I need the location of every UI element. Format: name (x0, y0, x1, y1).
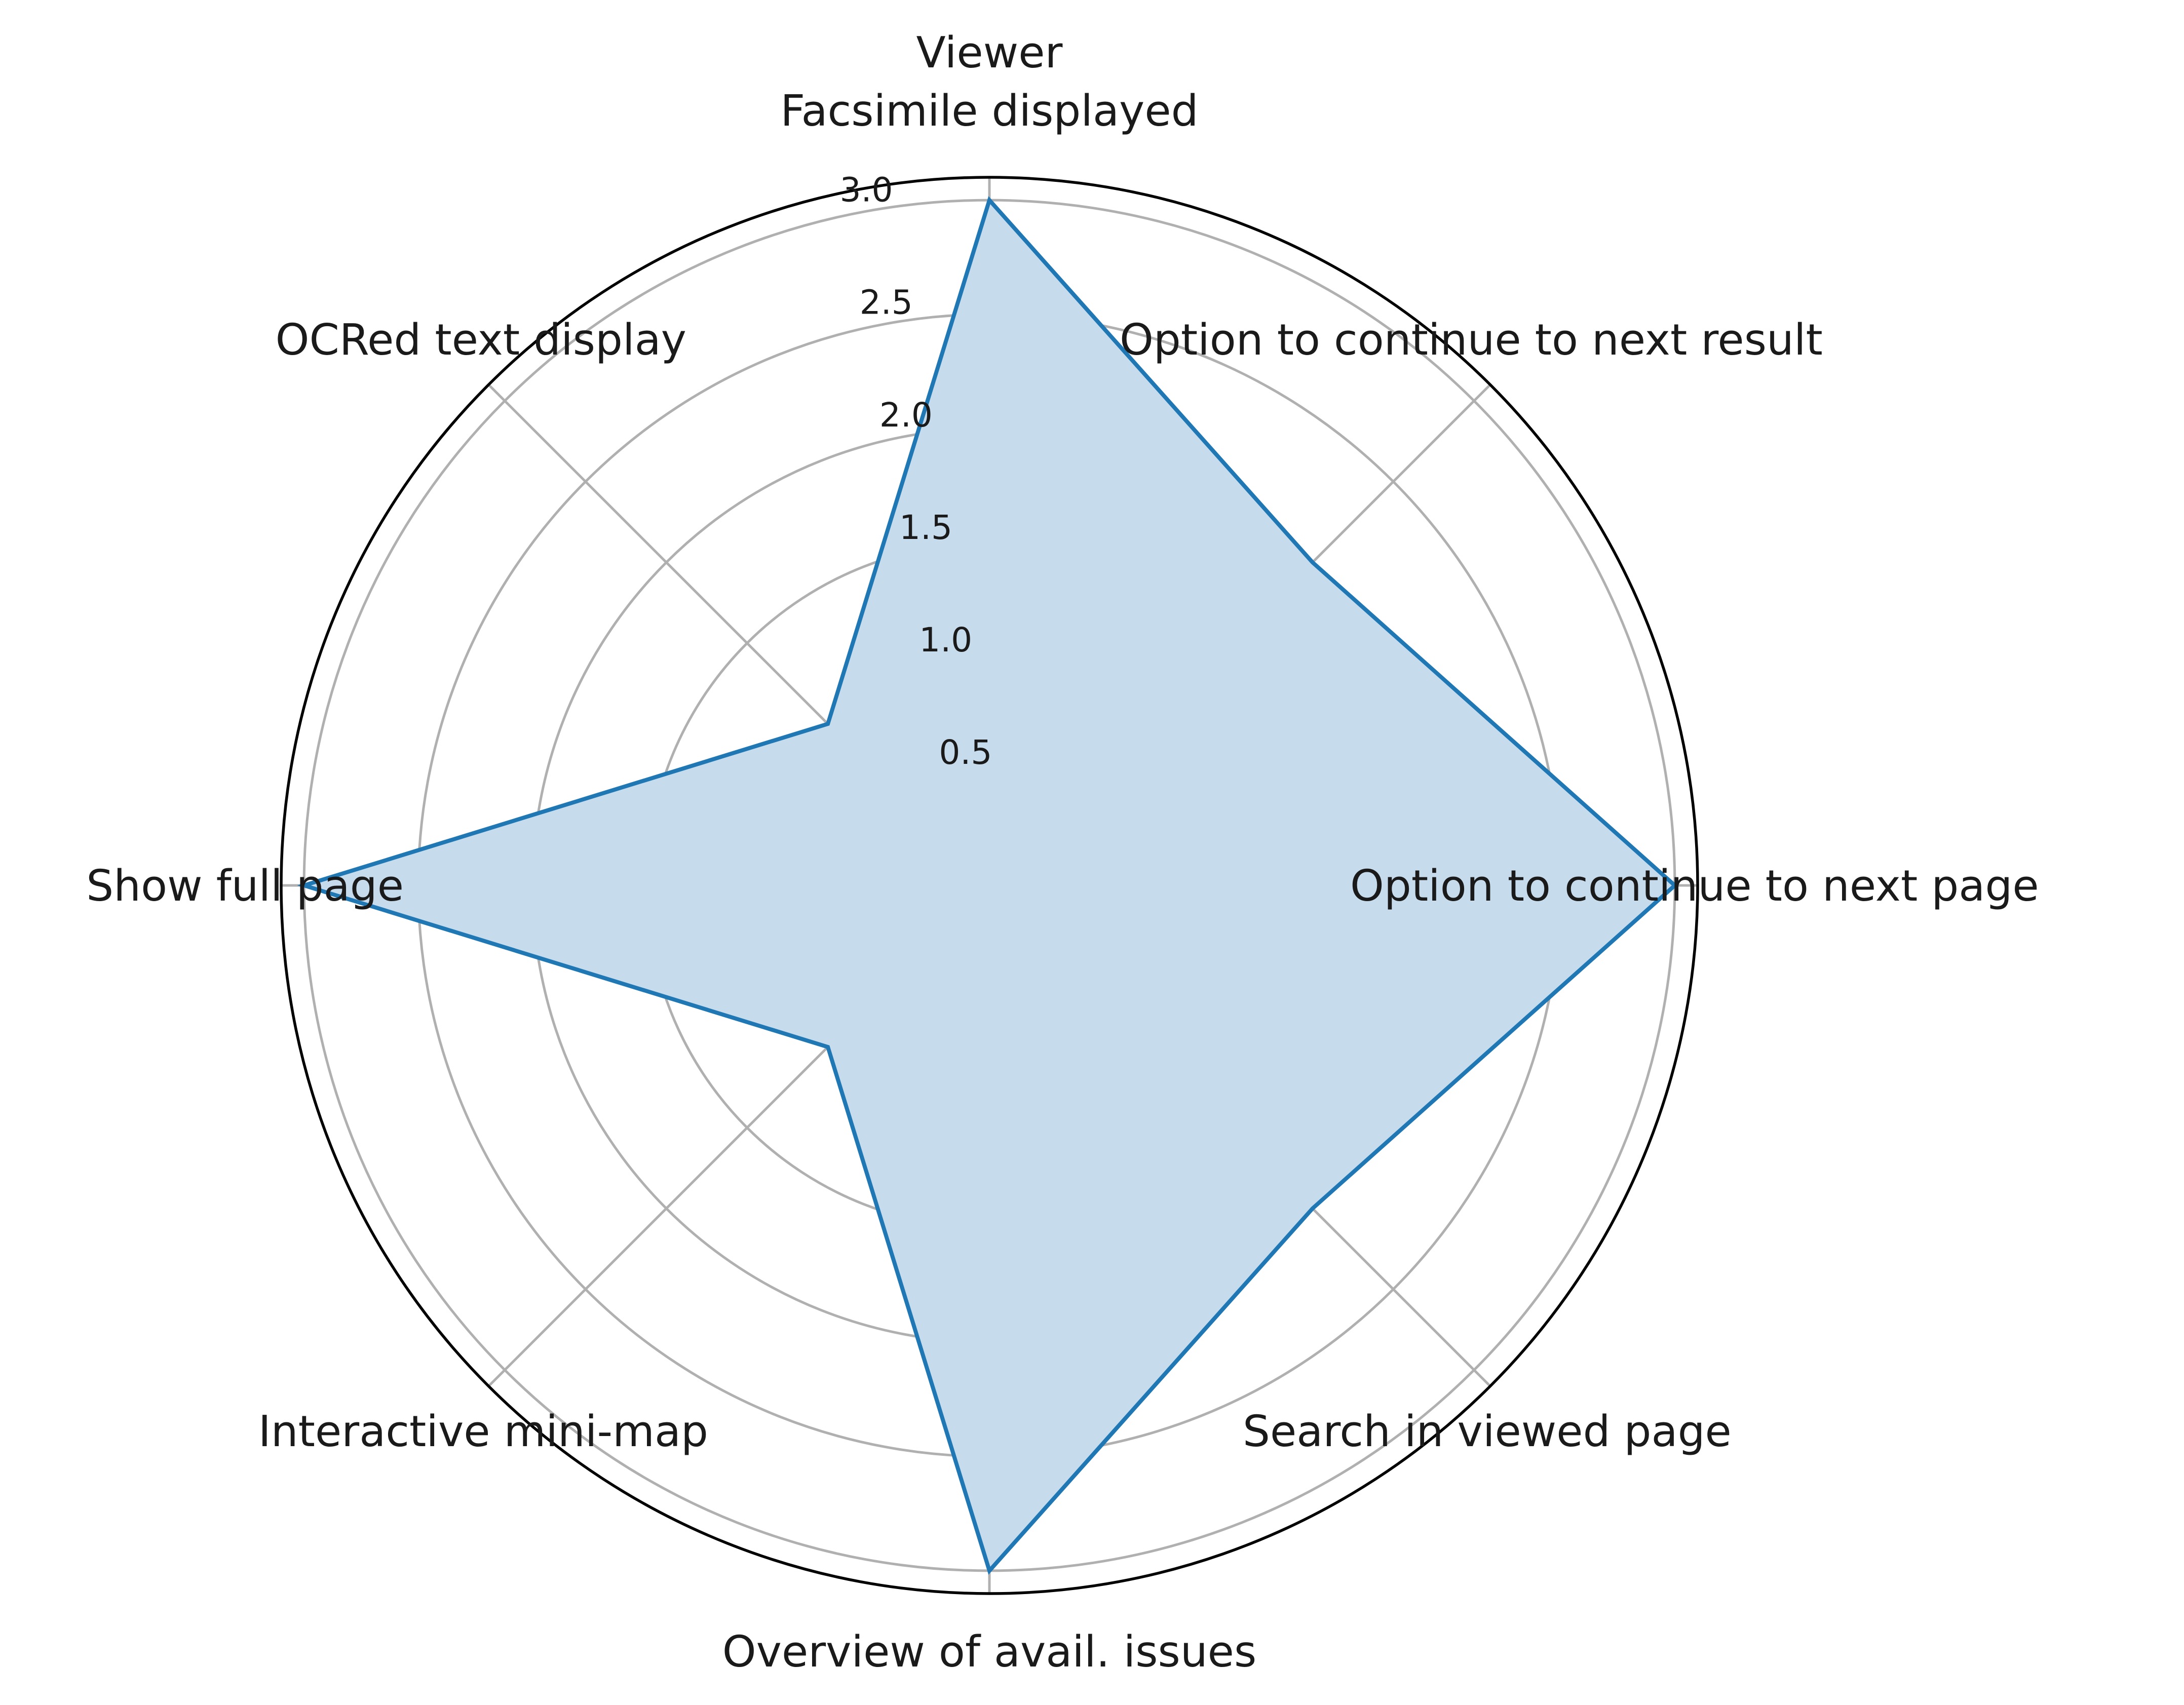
data-point-4 (988, 1569, 990, 1572)
r-tick-label-2: 1.5 (899, 508, 952, 547)
data-point-7 (827, 723, 829, 725)
category-label-5: Interactive mini-map (258, 1407, 708, 1457)
label-layer: 0.5 1.0 1.5 2.0 2.5 3.0 Facsimile displayedOpt… (86, 86, 2039, 1677)
data-point-2 (1673, 884, 1676, 886)
data-point-1 (1311, 561, 1314, 564)
chart-title: Viewer (916, 28, 1063, 78)
category-label-3: Search in viewed page (1243, 1407, 1732, 1457)
data-point-0 (988, 199, 990, 202)
category-label-6: Show full page (86, 861, 404, 911)
polar-frame (280, 176, 1699, 1595)
data-point-3 (1311, 1207, 1314, 1210)
r-tick-label-1: 1.0 (919, 621, 972, 660)
category-label-1: Option to continue to next result (1120, 315, 1823, 365)
data-point-5 (827, 1045, 829, 1048)
series-area (304, 200, 1675, 1571)
category-label-2: Option to continue to next page (1350, 861, 2039, 911)
category-label-7: OCRed text display (276, 315, 686, 365)
r-tick-label-0: 0.5 (939, 733, 992, 772)
category-label-0: Facsimile displayed (780, 86, 1198, 136)
data-point-6 (303, 884, 305, 886)
data-layer (297, 196, 1678, 1575)
r-tick-label-5: 3.0 (840, 171, 893, 210)
category-label-4: Overview of avail. issues (722, 1627, 1257, 1677)
r-tick-label-3: 2.0 (879, 396, 933, 435)
r-tick-label-4: 2.5 (860, 283, 913, 322)
